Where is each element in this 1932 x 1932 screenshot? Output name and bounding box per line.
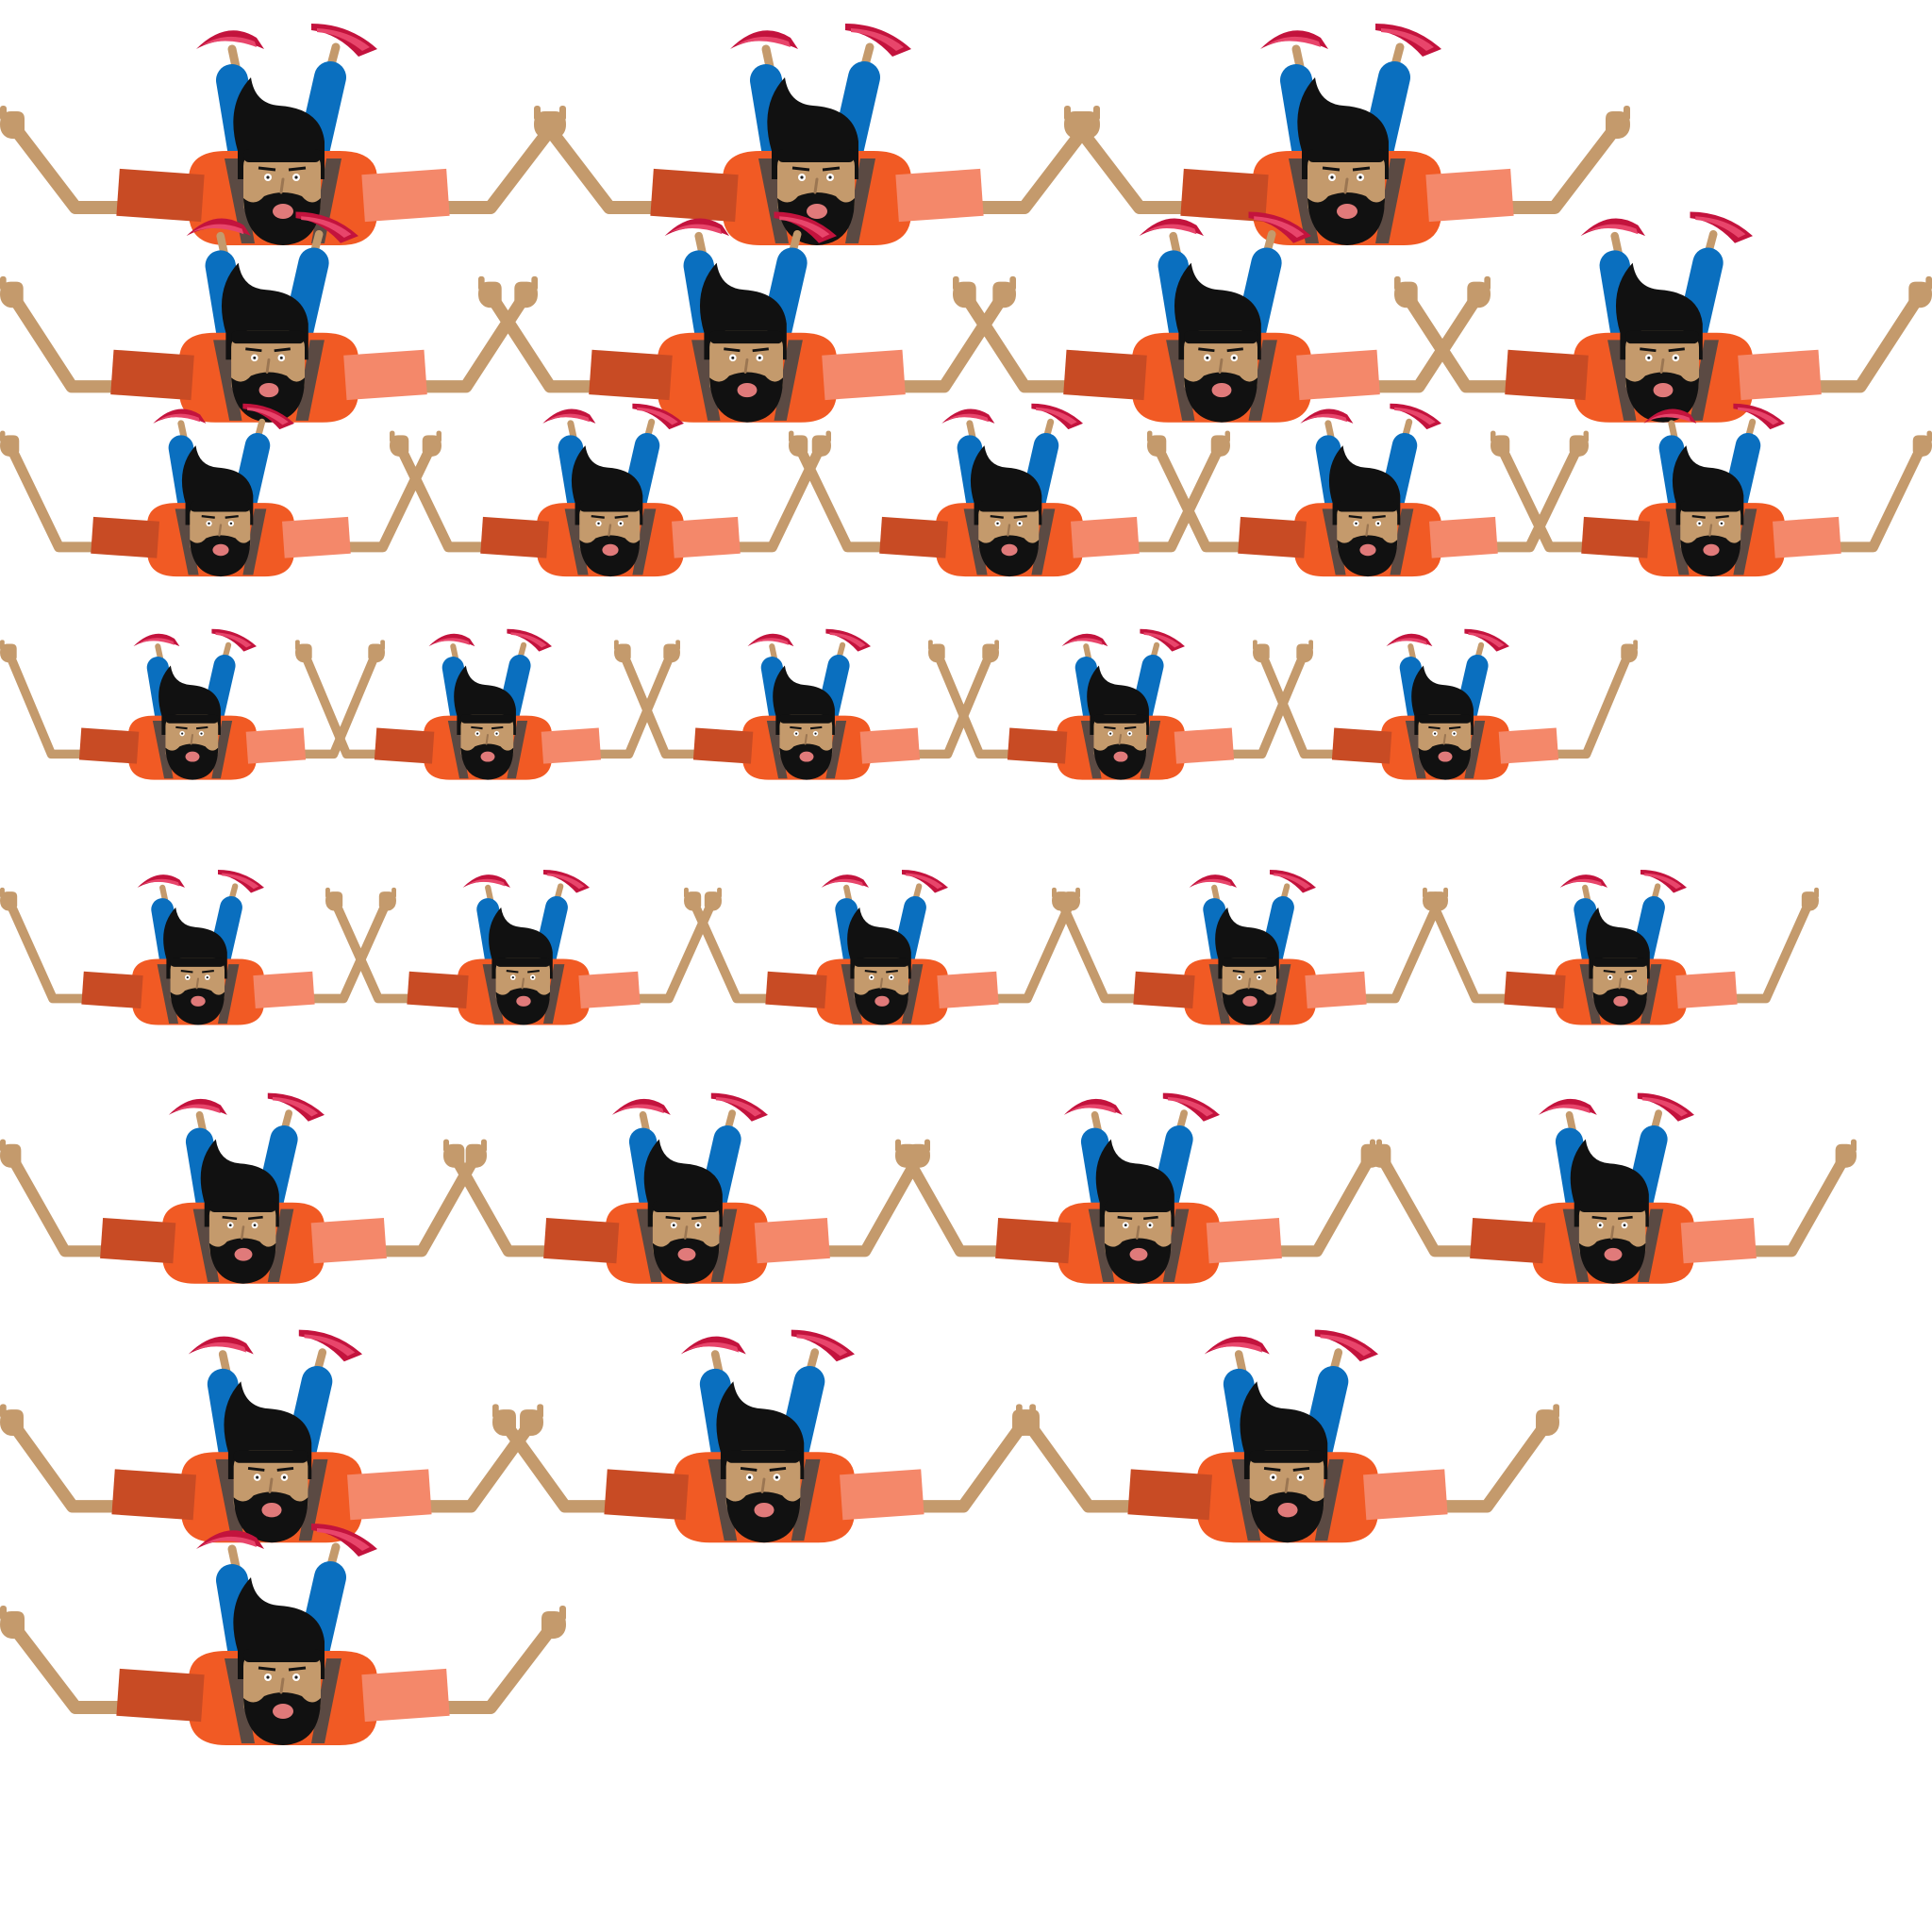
sprite-frame-18: [0, 863, 396, 1025]
skydiver-figure: [492, 1329, 1036, 1543]
head: [224, 1381, 312, 1543]
head: [970, 445, 1042, 577]
head: [233, 77, 325, 245]
skydiver-figure: [1491, 403, 1932, 577]
sprite-frame-15: [614, 623, 999, 780]
skydiver-figure: [1147, 403, 1589, 577]
sprite-frame-16: [928, 623, 1313, 780]
sprite-frame-9: [390, 396, 831, 577]
skydiver-figure: [0, 403, 441, 577]
head: [1672, 445, 1744, 577]
sprite-frame-14: [295, 623, 680, 780]
skydiver-figure: [0, 1329, 543, 1543]
sprite-frame-8: [0, 396, 441, 577]
skydiver-figure: [789, 403, 1230, 577]
head: [571, 445, 643, 577]
skydiver-figure: [1016, 1329, 1559, 1543]
skydiver-figure: [684, 870, 1080, 1025]
sprite-frame-19: [325, 863, 722, 1025]
sprite-frame-26: [1370, 1085, 1857, 1284]
sprite-frame-22: [1423, 863, 1819, 1025]
sprite-frame-13: [0, 623, 385, 780]
skydiver-figure: [0, 1092, 487, 1284]
skydiver-figure: [295, 628, 680, 780]
skydiver-figure: [478, 211, 1016, 423]
head: [1570, 1139, 1649, 1284]
sprite-frame-24: [443, 1085, 930, 1284]
skydiver-figure: [534, 24, 1100, 245]
skydiver-figure: [443, 1092, 930, 1284]
head: [699, 262, 787, 423]
skydiver-figure: [614, 628, 999, 780]
sprite-frame-7: [1394, 203, 1932, 423]
skydiver-figure: [0, 870, 396, 1025]
head: [1095, 1139, 1174, 1284]
skydiver-figure: [1052, 870, 1448, 1025]
head: [643, 1139, 723, 1284]
skydiver-figure: [0, 211, 538, 423]
head: [233, 1577, 325, 1745]
torso: [1581, 503, 1841, 577]
sprite-frame-12: [1491, 396, 1932, 577]
torso: [110, 332, 427, 423]
sprite-frame-20: [684, 863, 1080, 1025]
head: [1586, 907, 1650, 1025]
skydiver-figure: [895, 1092, 1382, 1284]
skydiver-figure: [1370, 1092, 1857, 1284]
head: [1215, 907, 1279, 1025]
head: [1174, 262, 1261, 423]
sprite-frame-27: [0, 1321, 543, 1543]
torso: [81, 958, 315, 1025]
head: [181, 445, 254, 577]
skydiver-figure: [0, 1524, 566, 1745]
skydiver-figure: [1423, 870, 1819, 1025]
sprite-frame-10: [789, 396, 1230, 577]
skydiver-figure: [1394, 211, 1932, 423]
head: [454, 665, 516, 780]
head: [1615, 262, 1703, 423]
sprite-frame-28: [492, 1321, 1036, 1543]
skydiver-figure: [0, 24, 566, 245]
sprite-frame-2: [534, 14, 1100, 245]
sprite-frame-25: [895, 1085, 1382, 1284]
head: [1411, 665, 1474, 780]
sprite-frame-21: [1052, 863, 1448, 1025]
skydiver-figure: [1064, 24, 1630, 245]
sprite-frame-3: [1064, 14, 1630, 245]
sprite-frame-30: [0, 1514, 566, 1745]
sprite-frame-5: [478, 203, 1016, 423]
head: [1087, 665, 1149, 780]
sprite-frame-11: [1147, 396, 1589, 577]
skydiver-figure: [390, 403, 831, 577]
head: [200, 1139, 279, 1284]
skydiver-figure: [1253, 628, 1638, 780]
head: [1297, 77, 1389, 245]
sprite-frame-1: [0, 14, 566, 245]
sprite-frame-6: [953, 203, 1491, 423]
head: [716, 1381, 805, 1543]
head: [773, 665, 835, 780]
sprite-frame-4: [0, 203, 538, 423]
head: [767, 77, 858, 245]
skydiver-figure: [953, 211, 1491, 423]
head: [1240, 1381, 1328, 1543]
skydiver-figure: [928, 628, 1313, 780]
sprite-frame-17: [1253, 623, 1638, 780]
sprite-frame-29: [1016, 1321, 1559, 1543]
head: [163, 907, 227, 1025]
sprite-frame-23: [0, 1085, 487, 1284]
head: [158, 665, 221, 780]
head: [489, 907, 553, 1025]
skydiver-figure: [325, 870, 722, 1025]
head: [1328, 445, 1401, 577]
skydiver-figure: [0, 628, 385, 780]
head: [847, 907, 911, 1025]
